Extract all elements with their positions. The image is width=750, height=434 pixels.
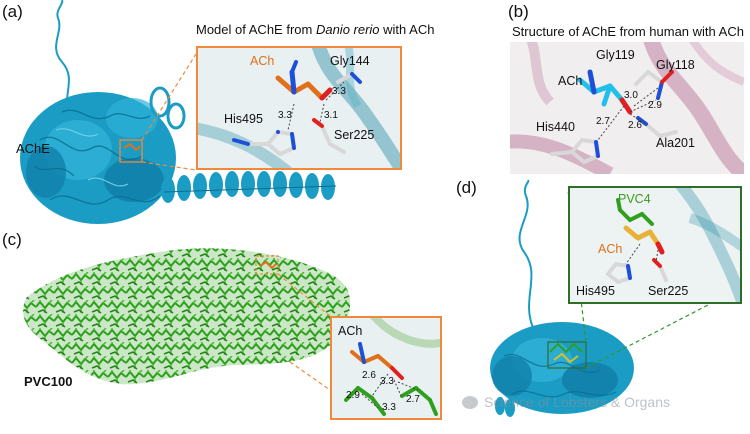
panel-d-protein-structure bbox=[490, 180, 711, 417]
panel-a-ser225-label: Ser225 bbox=[334, 128, 375, 142]
panel-c-distance-4: 2.7 bbox=[406, 394, 420, 405]
panel-d-his495-label: His495 bbox=[576, 284, 615, 298]
panel-a-distance-1: 3.3 bbox=[332, 86, 346, 97]
panel-b-image: ACh Gly119 Gly118 His440 Ala201 3.0 2.9 … bbox=[510, 42, 744, 174]
panel-a-protein-structure bbox=[20, 0, 337, 224]
panel-b-distance-3: 2.7 bbox=[596, 116, 610, 127]
panel-c-distance-2: 3.3 bbox=[380, 376, 394, 387]
panel-d-ach-label: ACh bbox=[598, 242, 623, 256]
panel-a-his495-label: His495 bbox=[224, 112, 263, 126]
panel-a-title: Model of AChE from Danio rerio with ACh bbox=[196, 22, 435, 37]
panel-a-zoom-box: ACh Gly144 His495 Ser225 3.3 3.3 3.1 bbox=[196, 46, 402, 170]
panel-b-label: (b) bbox=[508, 2, 529, 21]
panel-a-distance-3: 3.1 bbox=[324, 110, 338, 121]
panel-b-active-site-render bbox=[510, 42, 744, 174]
panel-d-pvc4-label: PVC4 bbox=[618, 192, 651, 206]
watermark-text: Science of Lobsters & Organs bbox=[484, 394, 670, 410]
panel-c-polymer-label: PVC100 bbox=[24, 374, 73, 389]
panel-a-ach-label: ACh bbox=[250, 54, 275, 68]
panel-b-ala201-label: Ala201 bbox=[656, 136, 695, 150]
panel-d-label: (d) bbox=[456, 178, 477, 197]
panel-b-ach-label: ACh bbox=[558, 74, 583, 88]
panel-b-distance-4: 2.6 bbox=[628, 120, 642, 131]
panel-b-distance-1: 3.0 bbox=[624, 90, 638, 101]
panel-b-distance-2: 2.9 bbox=[648, 100, 662, 111]
panel-a-label: (a) bbox=[2, 2, 23, 21]
watermark: Science of Lobsters & Organs bbox=[462, 394, 670, 410]
panel-a-gly144-label: Gly144 bbox=[330, 54, 370, 68]
panel-c-polymer-structure bbox=[23, 248, 351, 391]
chat-bubble-icon bbox=[462, 395, 478, 409]
panel-c-zoom-box: ACh 2.6 3.3 2.9 2.7 3.3 bbox=[330, 316, 442, 420]
panel-c-ach-label: ACh bbox=[338, 324, 363, 338]
panel-b-his440-label: His440 bbox=[536, 120, 575, 134]
panel-b-gly119-label: Gly119 bbox=[596, 48, 635, 62]
panel-c-distance-5: 3.3 bbox=[382, 402, 396, 413]
panel-c-label: (c) bbox=[2, 230, 22, 249]
panel-c-distance-3: 2.9 bbox=[346, 390, 360, 401]
panel-a-protein-label: AChE bbox=[16, 141, 50, 156]
panel-d-ser225-label: Ser225 bbox=[648, 284, 689, 298]
panel-a-distance-2: 3.3 bbox=[278, 110, 292, 121]
panel-a-active-site-render bbox=[198, 48, 400, 168]
panel-b-gly118-label: Gly118 bbox=[656, 58, 695, 72]
panel-b-title: Structure of AChE from human with ACh bbox=[512, 24, 744, 39]
panel-d-zoom-box: PVC4 ACh His495 Ser225 bbox=[568, 186, 742, 304]
panel-c-distance-1: 2.6 bbox=[362, 370, 376, 381]
panel-c-binding-render bbox=[344, 318, 440, 416]
panel-d-binding-render bbox=[605, 188, 740, 302]
